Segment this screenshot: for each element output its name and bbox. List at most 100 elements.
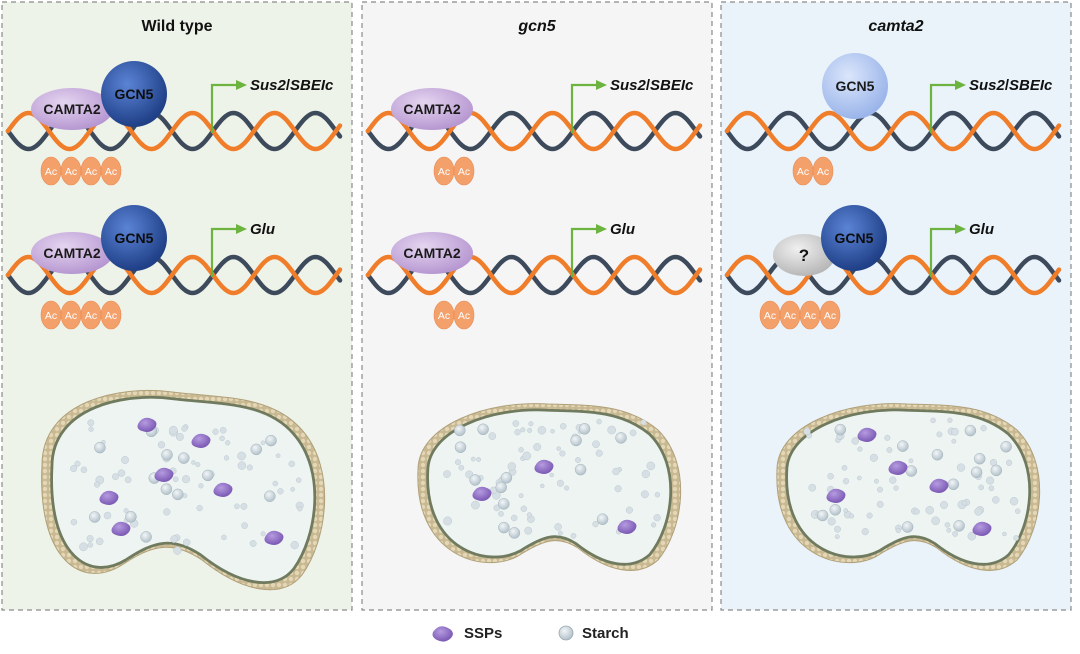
starch-granule: [290, 540, 299, 550]
starch-granule: [947, 417, 953, 423]
acetyl-label: Ac: [105, 166, 117, 178]
starch-granule: [641, 469, 650, 479]
starch-granule: [556, 446, 561, 451]
starch-granule: [564, 485, 570, 491]
starch-granule: [629, 429, 637, 437]
dna-strand-orange: [5, 254, 343, 296]
starch-granule: [953, 520, 965, 532]
starch-granule: [951, 438, 957, 444]
starch-granule: [471, 500, 480, 510]
starch-granule: [476, 457, 481, 462]
seed-endosperm: [50, 395, 317, 584]
legend-ssp: SSPs: [432, 625, 502, 642]
starch-granule: [88, 426, 94, 432]
gene-label: Glu: [250, 221, 275, 238]
gcn5-label: GCN5: [115, 230, 154, 246]
starch-granule: [454, 441, 467, 453]
acetyl-label: Ac: [105, 310, 117, 322]
starch-granule: [182, 538, 191, 547]
starch-granule: [191, 460, 196, 465]
starch-granule: [219, 426, 227, 434]
ssp-body: [137, 417, 157, 432]
transcription-start-arrow: [929, 227, 957, 277]
starch-granule: [946, 527, 952, 533]
starch-granule: [181, 475, 190, 484]
legend-ssp-label: SSPs: [464, 625, 502, 642]
starch-granule: [1005, 459, 1013, 466]
starch-granule: [221, 534, 227, 541]
starch-granule: [559, 450, 566, 457]
starch-granule: [653, 514, 661, 522]
starch-granule: [980, 425, 987, 432]
ssp-body: [888, 460, 908, 475]
starch-granule: [470, 456, 476, 462]
acetyl-label: Ac: [797, 166, 809, 178]
starch-granule: [163, 508, 171, 516]
starch-granule: [931, 448, 944, 461]
starch-granule: [964, 424, 977, 437]
transcription-start-arrow: [210, 83, 238, 133]
camta2-protein: [31, 88, 113, 130]
ssp-body: [154, 467, 174, 482]
starch-granule: [970, 466, 983, 479]
gcn5-label: GCN5: [835, 230, 874, 246]
starch-granule: [947, 478, 960, 491]
starch-granule: [1009, 497, 1019, 506]
starch-granule: [612, 467, 620, 476]
starch-granule: [443, 516, 452, 526]
starch-granule: [241, 522, 248, 529]
gcn5-protein: [101, 61, 167, 127]
starch-granule: [86, 535, 94, 543]
starch-granule: [522, 451, 532, 461]
ssp-body: [264, 530, 284, 545]
dna-strand-orange: [365, 254, 703, 296]
starch-granule: [80, 466, 88, 473]
starch-granule: [951, 427, 959, 436]
starch-granule: [857, 446, 863, 452]
starch-granule: [112, 473, 119, 480]
starch-granule: [170, 535, 178, 543]
starch-granule: [596, 418, 602, 425]
arrow-head: [236, 80, 247, 90]
starch-granule: [834, 534, 840, 540]
starch-granule: [498, 521, 510, 534]
starch-granule: [952, 531, 958, 537]
starch-granule: [931, 516, 940, 526]
starch-granule: [500, 472, 513, 484]
ssp-body: [617, 519, 637, 534]
starch-granule: [103, 511, 112, 520]
starch-granule: [944, 522, 951, 528]
gene-name: Sus2: [610, 77, 647, 94]
acetyl-group: Ac: [453, 156, 475, 186]
starch-granule: [889, 476, 897, 484]
gene-name: Glu: [610, 221, 635, 238]
starch-granule: [196, 505, 203, 512]
starch-granule: [614, 485, 622, 493]
gene-separator: /: [646, 77, 651, 94]
starch-granule: [936, 431, 943, 438]
gcn5-protein: [101, 205, 167, 271]
starch-granule: [884, 434, 891, 441]
gene-name: Glu: [969, 221, 994, 238]
starch-granule: [886, 447, 893, 453]
starch-granule: [615, 432, 627, 444]
starch-granule: [290, 487, 296, 492]
starch-granule: [520, 505, 527, 512]
acetyl-label: Ac: [65, 166, 77, 178]
acetyl-group: Ac: [759, 300, 781, 330]
acetyl-group: Ac: [100, 300, 122, 330]
starch-granule: [596, 513, 609, 525]
acetyl-label: Ac: [85, 166, 97, 178]
starch-granule: [575, 457, 581, 463]
seed-cell: [417, 403, 682, 571]
starch-granule: [625, 506, 633, 514]
starch-granule: [574, 463, 587, 476]
ssp-body: [472, 486, 492, 501]
starch-granule: [537, 426, 547, 435]
starch-granule: [265, 434, 277, 447]
starch-granule: [808, 483, 817, 492]
